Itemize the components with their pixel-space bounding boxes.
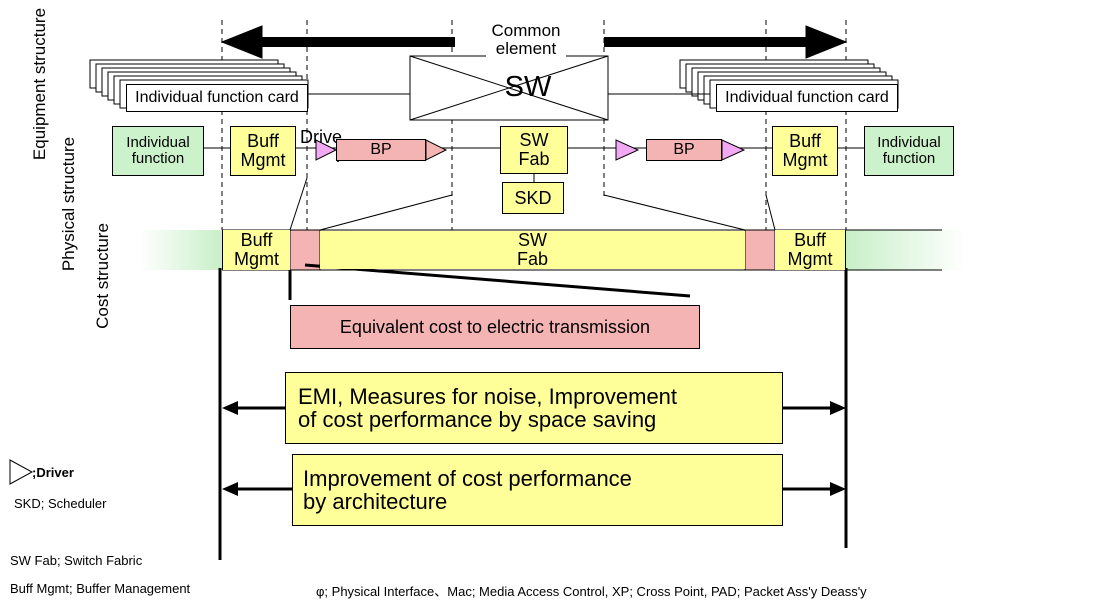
sw-label: SW (504, 71, 552, 103)
cost-fade-left (140, 230, 222, 270)
legend-driver: ;Driver (32, 465, 74, 480)
benefit-arrows (222, 401, 846, 496)
buff-mgmt-cost-right: Buff Mgmt (775, 230, 846, 270)
cost-fade-right (846, 230, 966, 270)
buff-mgmt-physical-left: Buff Mgmt (230, 126, 296, 176)
axis-label-physical: Physical structure (59, 136, 78, 272)
architecture-benefit-box: Improvement of cost performance by archi… (292, 454, 783, 526)
buff-mgmt-physical-right: Buff Mgmt (772, 126, 838, 176)
callout-lines (288, 263, 691, 300)
individual-function-right: Individual function (864, 126, 954, 176)
zoom-lines (289, 177, 776, 231)
skd-box: SKD (502, 182, 564, 214)
cost-pink-right (744, 229, 776, 271)
equivalent-cost-label: Equivalent cost to electric transmission (290, 305, 700, 349)
legend-driver-icon (9, 459, 34, 485)
axis-label-equipment: Equipment structure (30, 7, 49, 161)
bp-left: BP (336, 139, 426, 161)
individual-function-left: Individual function (112, 126, 204, 176)
legend-skd: SKD; Scheduler (14, 496, 107, 511)
common-element-label: Common element (486, 22, 566, 58)
individual-function-card-left: Individual function card (126, 84, 308, 112)
bp-right: BP (646, 139, 722, 161)
buff-mgmt-cost-left: Buff Mgmt (222, 230, 290, 270)
legend-buff-mgmt: Buff Mgmt; Buffer Management (10, 581, 191, 596)
driver-chain-right (615, 139, 746, 161)
sw-box (409, 55, 609, 121)
driver-chain-left (315, 139, 448, 161)
sw-fab-cost: SW Fab (320, 231, 745, 269)
individual-function-card-right: Individual function card (716, 84, 898, 112)
legend-abbreviations: φ; Physical Interface、Mac; Media Access … (316, 584, 867, 599)
top-arrows (220, 25, 848, 59)
cost-pink-left (289, 229, 321, 271)
sw-fab-physical: SW Fab (500, 126, 568, 174)
emi-benefit-box: EMI, Measures for noise, Improvement of … (285, 372, 783, 444)
legend-sw-fab: SW Fab; Switch Fabric (10, 553, 143, 568)
axis-label-cost: Cost structure (93, 223, 112, 329)
